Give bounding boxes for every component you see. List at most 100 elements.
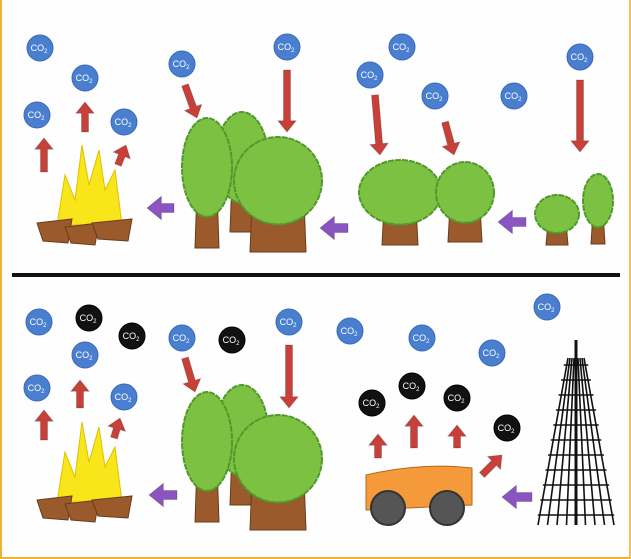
co2-bubble: [110, 108, 138, 136]
co2-molecule: CO2: [23, 374, 51, 402]
co2-text: CO: [76, 73, 90, 83]
co2-subscript: 2: [236, 341, 240, 347]
co2-molecule-fossil: CO2: [358, 389, 386, 417]
co2-subscript: 2: [439, 97, 443, 103]
co2-text: CO: [28, 110, 42, 120]
tree: [534, 194, 580, 246]
co2-molecule: CO2: [408, 324, 436, 352]
co2-label: CO2: [413, 333, 431, 345]
vehicle-wheel: [429, 490, 465, 526]
co2-label: CO2: [448, 393, 466, 405]
co2-label: CO2: [30, 317, 48, 329]
co2-bubble: [336, 317, 364, 345]
log: [64, 222, 100, 246]
co2-label: CO2: [76, 73, 94, 85]
co2-label: CO2: [115, 117, 133, 129]
co2-label: CO2: [80, 313, 98, 325]
co2-subscript: 2: [93, 319, 97, 325]
co2-bubble: [275, 308, 303, 336]
co2-subscript: 2: [44, 49, 48, 55]
co2-text: CO: [538, 302, 552, 312]
arrow-emission: [33, 137, 55, 173]
co2-bubble: [533, 293, 561, 321]
arrow-absorption: [368, 94, 390, 156]
co2-label: CO2: [505, 91, 523, 103]
derrick-strut: [583, 357, 615, 526]
co2-molecule: CO2: [388, 33, 416, 61]
tree: [233, 136, 323, 253]
arrow-emission: [69, 379, 91, 409]
co2-bubble: [71, 64, 99, 92]
co2-molecule: CO2: [566, 43, 594, 71]
tree: [233, 414, 323, 531]
co2-text: CO: [393, 42, 407, 52]
co2-molecule: CO2: [500, 82, 528, 110]
co2-subscript: 2: [43, 323, 47, 329]
arrow-absorption: [441, 120, 461, 156]
co2-bubble: [566, 43, 594, 71]
co2-label: CO2: [426, 91, 444, 103]
co2-text: CO: [341, 326, 355, 336]
arrow-emission: [33, 409, 55, 441]
tree-canopy: [233, 414, 323, 504]
tree-canopy: [233, 136, 323, 226]
tree-canopy: [435, 161, 495, 224]
log: [36, 218, 73, 244]
co2-text: CO: [498, 423, 512, 433]
co2-label: CO2: [115, 392, 133, 404]
co2-subscript: 2: [186, 339, 190, 345]
co2-subscript: 2: [186, 65, 190, 71]
tree: [181, 391, 233, 523]
co2-molecule: CO2: [336, 317, 364, 345]
co2-molecule: CO2: [110, 383, 138, 411]
co2-subscript: 2: [89, 356, 93, 362]
co2-text: CO: [483, 348, 497, 358]
co2-label: CO2: [483, 348, 501, 360]
vehicle-wheel: [370, 490, 406, 526]
co2-bubble: [25, 308, 53, 336]
derrick-strut: [556, 357, 573, 526]
arrow-sequence: [501, 484, 533, 510]
tree: [435, 161, 495, 243]
co2-bubble: [26, 34, 54, 62]
co2-molecule: CO2: [168, 50, 196, 78]
co2-label: CO2: [498, 423, 516, 435]
co2-text: CO: [173, 333, 187, 343]
co2-molecule: CO2: [168, 324, 196, 352]
co2-label: CO2: [538, 302, 556, 314]
co2-bubble: [408, 324, 436, 352]
arrow-emission-vehicle: [478, 454, 503, 479]
arrow-absorption: [181, 83, 203, 119]
arrow-emission-vehicle: [446, 424, 468, 449]
tree-canopy: [181, 116, 233, 218]
co2-label: CO2: [123, 331, 141, 343]
co2-text: CO: [448, 393, 462, 403]
arrow-absorption: [569, 79, 591, 153]
co2-bubble: [493, 414, 521, 442]
arrow-sequence: [146, 195, 175, 221]
arrow-sequence: [148, 482, 178, 508]
co2-subscript: 2: [293, 323, 297, 329]
co2-label: CO2: [28, 110, 46, 122]
co2-label: CO2: [280, 317, 298, 329]
co2-molecule-fossil: CO2: [218, 326, 246, 354]
arrow-emission: [112, 144, 132, 167]
log: [91, 218, 133, 242]
derrick-strut: [577, 357, 587, 526]
co2-molecule-fossil: CO2: [75, 304, 103, 332]
co2-text: CO: [28, 383, 42, 393]
campfire: [36, 144, 133, 246]
co2-text: CO: [280, 317, 294, 327]
co2-text: CO: [123, 331, 137, 341]
co2-label: CO2: [173, 59, 191, 71]
log: [91, 495, 133, 519]
co2-molecule-fossil: CO2: [493, 414, 521, 442]
arrow-emission: [74, 101, 96, 133]
co2-text: CO: [505, 91, 519, 101]
co2-subscript: 2: [406, 48, 410, 54]
co2-bubble: [388, 33, 416, 61]
co2-label: CO2: [393, 42, 411, 54]
